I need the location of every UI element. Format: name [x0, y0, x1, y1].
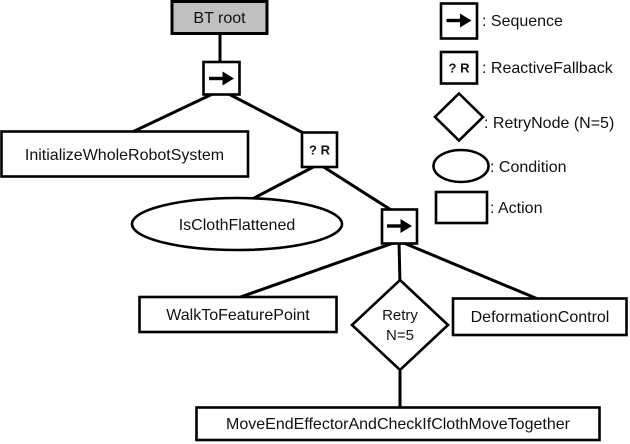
- legend-item-reactive-fallback: ? R : ReactiveFallback: [439, 50, 614, 85]
- node-sequence-2: [380, 208, 419, 245]
- reactive-fallback-box: [300, 131, 339, 169]
- node-initialize-whole-robot-system: InitializeWholeRobotSystem: [0, 130, 250, 178]
- node-bt-root: BT root: [170, 0, 269, 35]
- init-label: InitializeWholeRobotSystem: [25, 147, 224, 164]
- sequence-arrow-icon: [387, 219, 412, 233]
- tree-edges: [125, 30, 546, 410]
- deformation-box: [451, 297, 628, 337]
- legend-condition-label: : Condition: [490, 159, 567, 176]
- walk-label: WalkToFeaturePoint: [166, 307, 310, 324]
- reactive-fallback-label: ? R: [309, 143, 331, 158]
- reactive-fallback-icon: [439, 50, 479, 85]
- legend-item-retry-node: : RetryNode (N=5): [433, 91, 614, 143]
- edge-sequence2-to-deformation: [398, 239, 546, 304]
- sequence-arrow-icon: [446, 13, 472, 28]
- is-cloth-flattened-label: IsClothFlattened: [179, 217, 296, 234]
- node-sequence-1: [202, 60, 241, 96]
- legend-retry-node-label: : RetryNode (N=5): [484, 115, 614, 132]
- walk-box: [138, 295, 338, 334]
- edge-sequence2-to-retry: [397, 240, 402, 286]
- condition-ellipse-icon: [432, 148, 490, 184]
- node-is-cloth-flattened: IsClothFlattened: [130, 196, 344, 252]
- retry-diamond: [350, 278, 450, 372]
- bt-root-label: BT root: [193, 10, 246, 27]
- move-label: MoveEndEffectorAndCheckIfClothMoveTogeth…: [226, 416, 571, 433]
- move-box: [195, 406, 601, 442]
- deformation-label: DeformationControl: [471, 309, 610, 326]
- edge-fallback-to-sequence2: [318, 162, 400, 217]
- retry-diamond-icon: [433, 91, 485, 143]
- node-deformation-control: DeformationControl: [451, 297, 628, 337]
- node-reactive-fallback: ? R: [300, 131, 339, 169]
- edge-sequence1-to-init: [125, 88, 222, 137]
- edge-sequence1-to-fallback: [220, 88, 314, 140]
- legend-reactive-fallback-label: : ReactiveFallback: [482, 60, 614, 77]
- condition-ellipse: [130, 196, 344, 252]
- reactive-fallback-icon-label: ? R: [449, 61, 471, 76]
- legend-action-label: : Action: [490, 200, 542, 217]
- sequence-arrow-icon: [209, 71, 234, 86]
- node-walk-to-feature-point: WalkToFeaturePoint: [138, 295, 338, 334]
- node-retry: Retry N=5: [350, 278, 450, 372]
- edge-sequence2-to-walk: [231, 239, 400, 302]
- legend: : Sequence ? R : ReactiveFallback : Retr…: [432, 2, 614, 225]
- init-box: [0, 130, 250, 178]
- retry-label-line1: Retry: [382, 307, 418, 324]
- action-rect-icon: [434, 190, 489, 225]
- bt-root-box: [170, 0, 269, 35]
- legend-sequence-label: : Sequence: [482, 13, 563, 30]
- legend-item-sequence: : Sequence: [439, 2, 563, 40]
- node-move-end-effector: MoveEndEffectorAndCheckIfClothMoveTogeth…: [195, 406, 601, 442]
- legend-item-condition: : Condition: [432, 148, 567, 184]
- retry-label-line2: N=5: [386, 327, 414, 344]
- legend-item-action: : Action: [434, 190, 542, 225]
